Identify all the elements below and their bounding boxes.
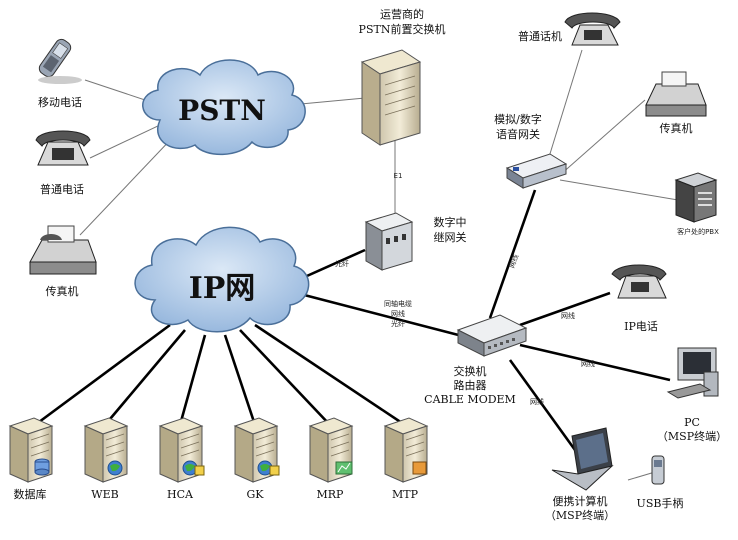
fax-right-label: 传真机 xyxy=(660,121,693,135)
usb-handset-icon xyxy=(651,455,665,485)
router-label-1: 交换机 xyxy=(454,364,487,378)
ip-phone-icon xyxy=(611,264,667,299)
usb-handset-label: USB手柄 xyxy=(637,496,684,510)
server-0-label: 数据库 xyxy=(14,487,47,501)
trunk-gateway-icon xyxy=(364,212,414,271)
server-4-label: MRP xyxy=(317,488,345,501)
mobile-phone-icon xyxy=(38,38,82,84)
pstn-switch-icon xyxy=(360,49,422,146)
laptop-label-1: 便携计算机 xyxy=(553,494,608,508)
server-3-label: GK xyxy=(246,488,264,501)
net-cable-gateway-label: 网线 xyxy=(507,253,520,269)
net-cable-ipphone-label: 网线 xyxy=(561,311,575,320)
mobile-phone-label: 移动电话 xyxy=(38,96,82,109)
fax-right-icon xyxy=(645,71,707,117)
ip-phone-label: IP电话 xyxy=(624,320,658,333)
laptop-icon xyxy=(551,427,614,491)
pstn-cloud: PSTN xyxy=(142,59,306,156)
router-label-2: 路由器 xyxy=(454,378,487,392)
voice-gateway-icon xyxy=(505,153,568,189)
voice-gateway-label-2: 语音网关 xyxy=(496,127,540,141)
trunk-gateway-label-1: 数字中 xyxy=(434,215,467,229)
trunk-gateway-label-2: 继网关 xyxy=(434,230,467,244)
desk-phone-left-icon xyxy=(35,130,91,166)
server-2-label: HCA xyxy=(167,488,194,501)
fiber-label: 光纤 xyxy=(335,259,349,268)
fax-left-label: 传真机 xyxy=(46,284,79,298)
fax-left-icon xyxy=(29,225,97,275)
pbx-icon xyxy=(674,172,718,223)
server-5-label: MTP xyxy=(392,488,419,501)
server-1-label: WEB xyxy=(91,488,118,501)
server-0-icon xyxy=(8,417,54,483)
phone-right-label: 普通话机 xyxy=(518,29,562,43)
server-1-icon xyxy=(83,417,129,483)
router-icon xyxy=(456,314,528,357)
net-cable-laptop-label: 网线 xyxy=(530,397,544,406)
pc-label-1: PC xyxy=(684,416,700,429)
desk-phone-right-icon xyxy=(564,12,621,46)
pbx-label: 客户处的PBX xyxy=(677,227,719,236)
server-5-icon xyxy=(383,417,429,483)
server-3-icon xyxy=(233,417,280,483)
cable-stack-label-1: 同轴电缆 xyxy=(384,299,412,308)
voice-gateway-label-1: 模拟/数字 xyxy=(494,112,542,126)
pstn-switch-title-1: 运营商的 xyxy=(380,7,424,21)
cable-stack-label-3: 光纤 xyxy=(391,319,405,328)
pstn-cloud-label: PSTN xyxy=(178,94,266,127)
thick-links xyxy=(34,189,671,451)
phone-left-label: 普通电话 xyxy=(40,182,84,196)
pc-icon xyxy=(666,347,719,399)
pc-label-2: （MSP终端） xyxy=(657,429,727,443)
net-cable-pc-label: 网线 xyxy=(581,359,595,368)
ip-cloud: IP网 xyxy=(134,226,310,333)
server-2-icon xyxy=(158,417,205,483)
e1-label: E1 xyxy=(394,172,403,180)
server-row: 数据库 WEB HCA GK MRP MTP xyxy=(8,417,429,501)
pstn-switch-title-2: PSTN前置交换机 xyxy=(359,22,446,36)
laptop-label-2: （MSP终端） xyxy=(545,508,615,522)
server-4-icon xyxy=(308,417,354,483)
ip-cloud-label: IP网 xyxy=(189,271,256,306)
router-label-3: CABLE MODEM xyxy=(424,393,516,406)
cable-stack-label-2: 网线 xyxy=(391,309,405,318)
